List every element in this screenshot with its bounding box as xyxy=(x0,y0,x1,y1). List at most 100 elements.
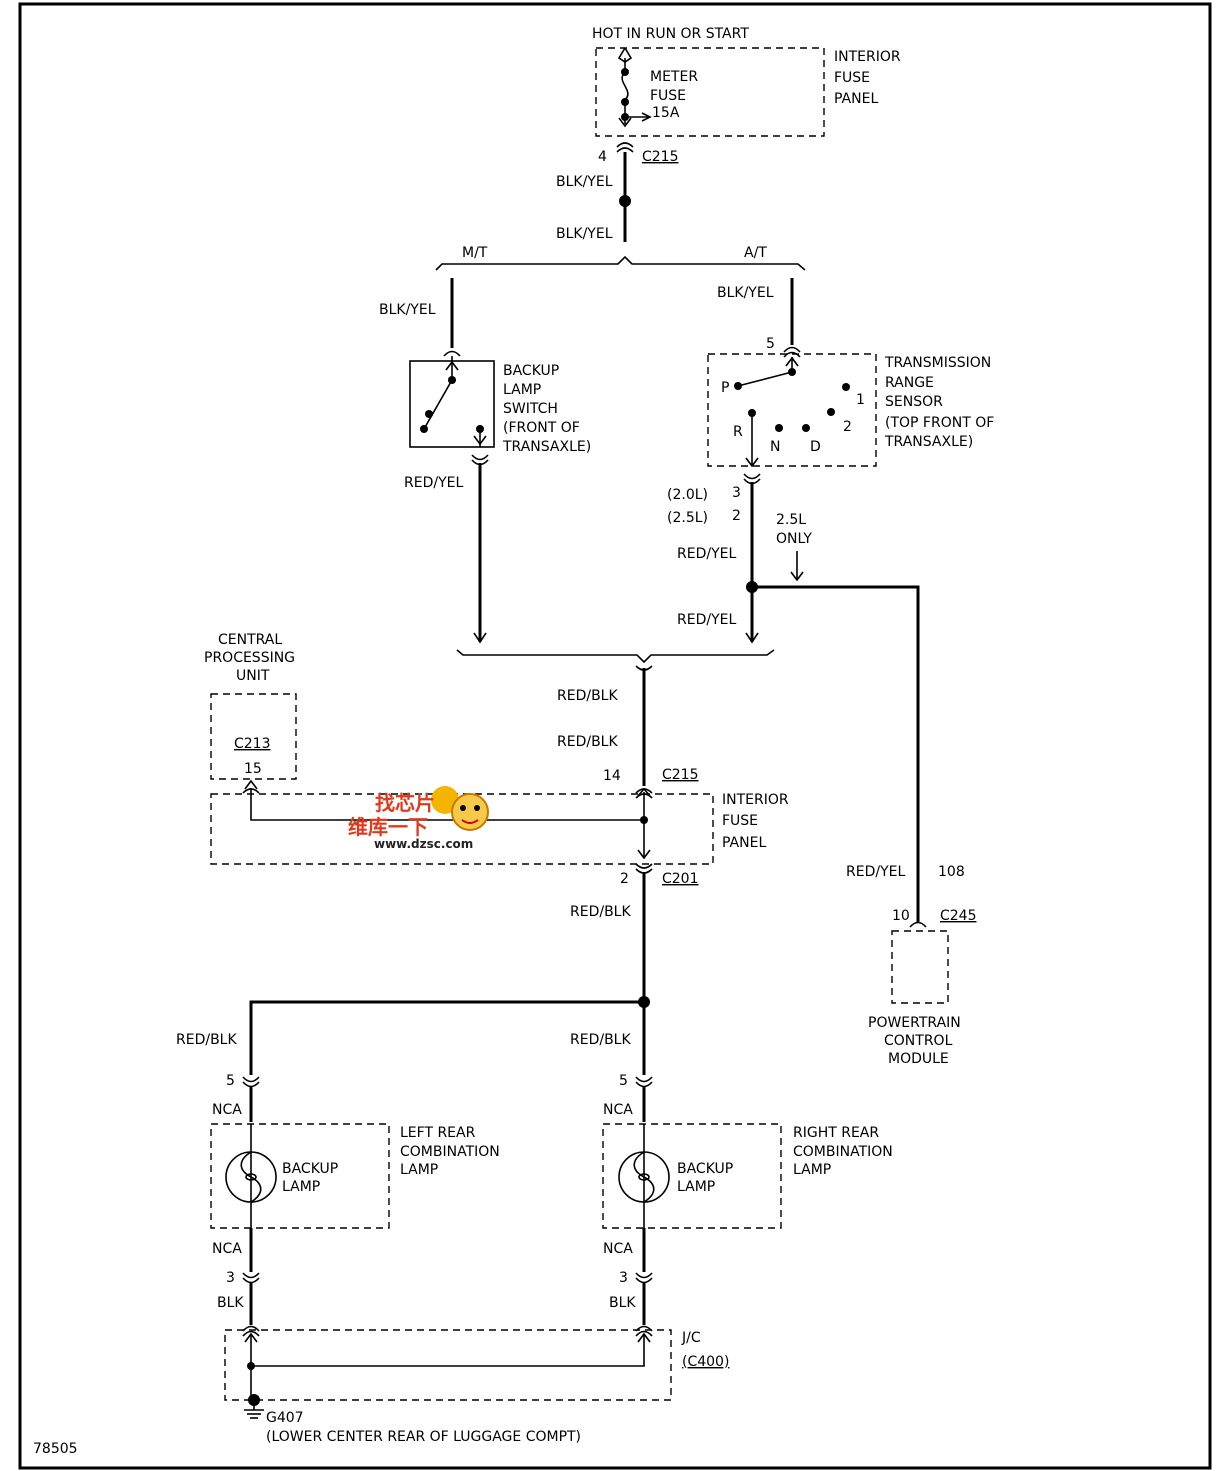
wire-red-yel-pcm xyxy=(752,585,920,922)
backup-lamp-switch-symbol xyxy=(420,356,487,447)
splice-top xyxy=(619,195,631,207)
engine-25-label: (2.5L) xyxy=(667,510,708,526)
wire-red-blk-left xyxy=(249,1000,644,1075)
trs-top-connector xyxy=(783,346,801,353)
only-25-line2: ONLY xyxy=(776,531,812,547)
c201-connector xyxy=(635,863,653,869)
c201-pin: 2 xyxy=(620,871,629,887)
only-25-line1: 2.5L xyxy=(776,512,806,528)
interior-fuse-panel-top-3: PANEL xyxy=(834,91,878,107)
wire-label-red-blk-left: RED/BLK xyxy=(176,1032,237,1048)
wire-label-red-yel-pcm: RED/YEL xyxy=(846,864,905,880)
c215-top-label: C215 xyxy=(642,149,679,165)
right-pin3-connector xyxy=(635,1272,653,1279)
g407-location: (LOWER CENTER REAR OF LUGGAGE COMPT) xyxy=(266,1429,581,1445)
right-rear-label-1: RIGHT REAR xyxy=(793,1125,879,1141)
wire-label-blk-yel-at: BLK/YEL xyxy=(717,285,774,301)
wire-label-blk-yel-mt: BLK/YEL xyxy=(379,302,436,318)
backup-lamp-switch-label-5: TRANSAXLE) xyxy=(502,439,591,455)
jc-label: J/C xyxy=(681,1330,701,1346)
right-backup-lamp-icon xyxy=(618,1124,670,1228)
watermark-logo: 找芯片 维库一下 www.dzsc.com xyxy=(348,786,489,851)
cpu-label-2: PROCESSING xyxy=(204,650,295,666)
right-pin-5: 5 xyxy=(619,1073,628,1089)
wire-label-red-yel-a: RED/YEL xyxy=(677,546,736,562)
circuit-108-label: 108 xyxy=(938,864,965,880)
trs-label-4: (TOP FRONT OF xyxy=(885,415,994,431)
pcm-box xyxy=(891,930,949,1004)
c201-label: C201 xyxy=(662,871,699,887)
trs-label-5: TRANSAXLE) xyxy=(884,434,973,450)
wire-label-red-yel-left: RED/YEL xyxy=(404,475,463,491)
trs-bottom-connector xyxy=(743,473,761,480)
interior-fuse-panel-top-2: FUSE xyxy=(834,70,870,86)
cpu-box xyxy=(210,693,297,780)
left-backup-lamp-label-2: LAMP xyxy=(282,1179,320,1195)
right-backup-lamp-label-2: LAMP xyxy=(677,1179,715,1195)
wire-label-red-blk-2: RED/BLK xyxy=(557,734,618,750)
c215-top-connector xyxy=(616,142,634,153)
cpu-label-3: UNIT xyxy=(236,668,270,684)
right-backup-lamp-label-1: BACKUP xyxy=(677,1161,733,1177)
jc-left-connector xyxy=(242,1325,260,1332)
c213-label: C213 xyxy=(234,736,271,752)
watermark-line2: 维库一下 xyxy=(348,815,428,839)
wire-label-red-blk-3: RED/BLK xyxy=(570,904,631,920)
interior-fuse-panel-mid-3: PANEL xyxy=(722,835,766,851)
transmission-range-sensor-box xyxy=(707,353,877,467)
left-rear-label-3: LAMP xyxy=(400,1162,438,1178)
backup-lamp-switch-label-2: LAMP xyxy=(503,382,541,398)
interior-fuse-panel-top-1: INTERIOR xyxy=(834,49,901,65)
wire-label-red-blk-right: RED/BLK xyxy=(570,1032,631,1048)
interior-fuse-panel-top-box xyxy=(595,47,825,137)
trs-label-2: RANGE xyxy=(885,375,934,391)
left-pin3-connector xyxy=(242,1272,260,1279)
at-label: A/T xyxy=(744,245,767,261)
right-rear-label-2: COMBINATION xyxy=(793,1144,893,1160)
pcm-label-2: CONTROL xyxy=(884,1033,953,1049)
right-nca-bottom: NCA xyxy=(603,1241,633,1257)
trs-pin-5: 5 xyxy=(766,336,775,352)
right-rear-label-3: LAMP xyxy=(793,1162,831,1178)
right-pin5-connector xyxy=(635,1076,653,1083)
trs-pos-2: 2 xyxy=(843,419,852,435)
c215-mid-pin: 14 xyxy=(603,768,621,784)
pcm-label-1: POWERTRAIN xyxy=(868,1015,961,1031)
c215-top-pin: 4 xyxy=(598,149,607,165)
g407-label: G407 xyxy=(266,1410,304,1426)
left-rear-label-2: COMBINATION xyxy=(400,1144,500,1160)
wire-label-red-yel-b: RED/YEL xyxy=(677,612,736,628)
c245-label: C245 xyxy=(940,908,977,924)
engine-20-label: (2.0L) xyxy=(667,487,708,503)
left-backup-lamp-label-1: BACKUP xyxy=(282,1161,338,1177)
meter-fuse-rating: 15A xyxy=(652,105,680,121)
meter-fuse-label-1: METER xyxy=(650,69,698,85)
jc-c400-box xyxy=(224,1329,672,1401)
trs-label-3: SENSOR xyxy=(885,394,943,410)
c245-pin: 10 xyxy=(892,908,910,924)
left-nca-bottom: NCA xyxy=(212,1241,242,1257)
c215-mid-label: C215 xyxy=(662,767,699,783)
backup-switch-top-connector xyxy=(443,350,461,357)
trs-pin-2: 2 xyxy=(732,508,741,524)
trs-pos-r: R xyxy=(733,424,743,440)
trs-label-1: TRANSMISSION xyxy=(884,355,991,371)
ground-symbol xyxy=(244,1394,264,1419)
c245-connector xyxy=(909,921,927,928)
figure-number: 78505 xyxy=(33,1441,78,1457)
cpu-label-1: CENTRAL xyxy=(218,632,282,648)
wire-label-blk-yel-2: BLK/YEL xyxy=(556,226,613,242)
interior-fuse-panel-mid-1: INTERIOR xyxy=(722,792,789,808)
left-rear-lamp-box xyxy=(210,1123,390,1229)
trs-pin-3: 3 xyxy=(732,485,741,501)
left-pin-5: 5 xyxy=(226,1073,235,1089)
trs-pos-p: P xyxy=(721,380,729,396)
interior-fuse-panel-mid-2: FUSE xyxy=(722,813,758,829)
watermark-line1: 找芯片 xyxy=(375,791,435,815)
wire-label-blk-yel-1: BLK/YEL xyxy=(556,174,613,190)
jc-splice xyxy=(247,1362,255,1370)
trs-pos-1: 1 xyxy=(856,392,865,408)
mt-at-bracket xyxy=(435,255,806,271)
right-pin-3: 3 xyxy=(619,1270,628,1286)
